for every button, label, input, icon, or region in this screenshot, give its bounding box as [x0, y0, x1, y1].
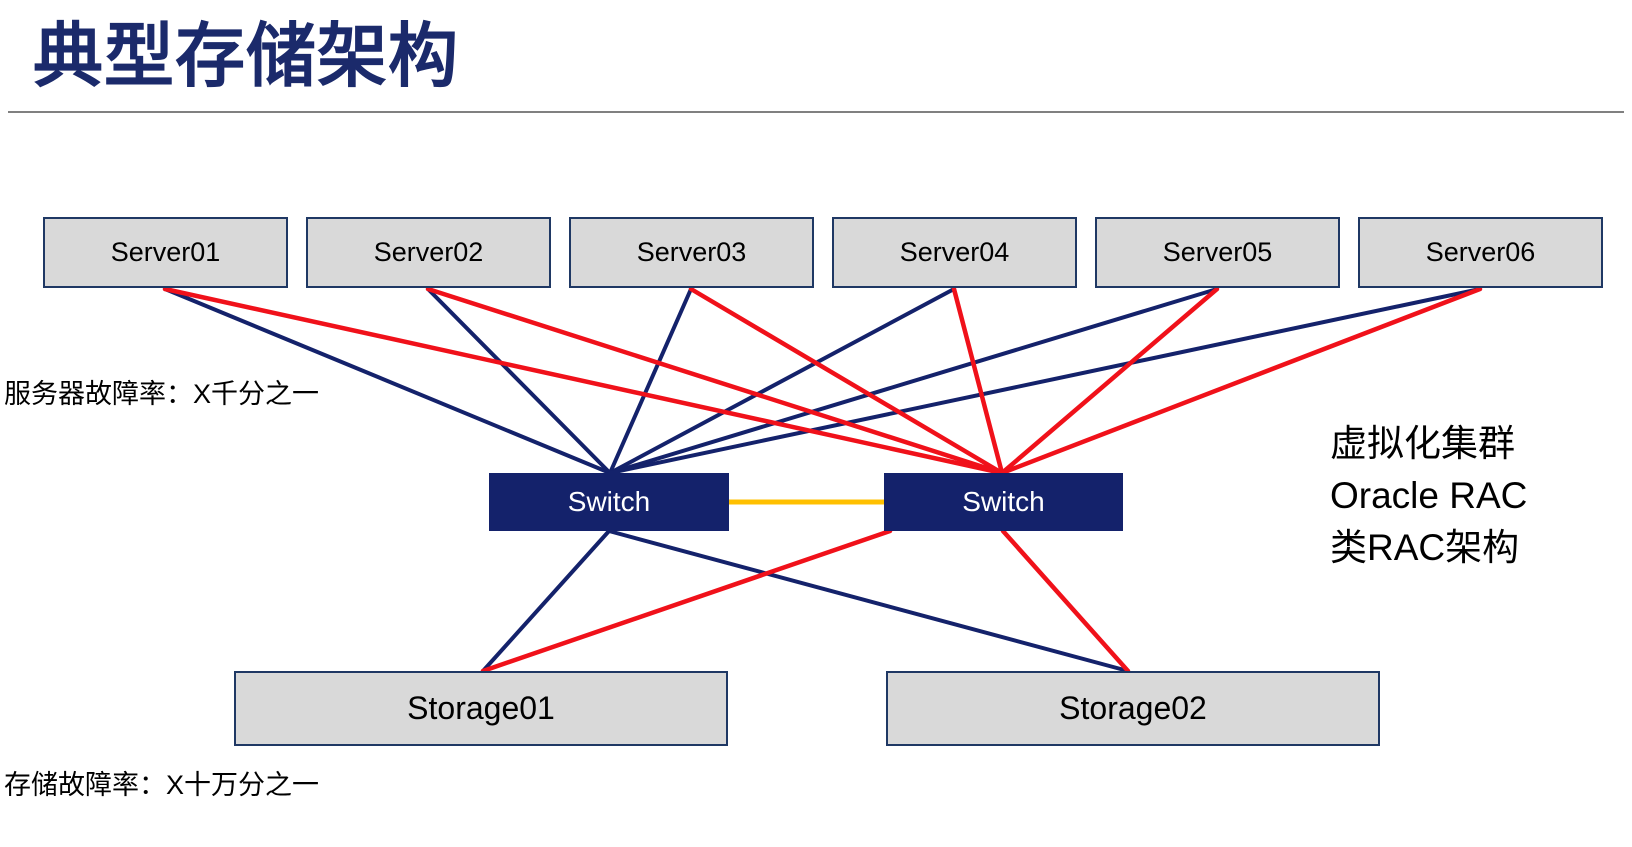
link-server-4-switch-1: [608, 287, 956, 475]
annotation-line-2: Oracle RAC: [1330, 475, 1528, 516]
title-divider: [8, 111, 1624, 113]
link-server-3-switch-1: [608, 287, 693, 475]
link-server-6-switch-1: [608, 287, 1482, 475]
server-node-5: Server05: [1095, 217, 1340, 288]
link-server-2-switch-1: [426, 287, 612, 475]
page-title: 典型存储架构: [33, 17, 459, 95]
server-failure-rate-label: 服务器故障率：X千分之一: [4, 379, 320, 409]
link-server-5-switch-2: [999, 286, 1220, 476]
link-server-5-switch-1: [608, 287, 1219, 475]
storage-node-1: Storage01: [234, 671, 728, 746]
link-server-4-switch-2: [951, 286, 1005, 476]
server-node-1: Server01: [43, 217, 288, 288]
link-switch-1-storage-2: [607, 529, 1130, 673]
switch-node-1: Switch: [489, 473, 729, 531]
link-switch-2-storage-1: [480, 528, 893, 674]
link-server-2-switch-2: [425, 286, 1005, 476]
link-switch-2-storage-2: [1000, 528, 1131, 674]
switch-node-2: Switch: [884, 473, 1123, 531]
annotation-line-1: 虚拟化集群: [1330, 423, 1515, 464]
link-server-1-switch-1: [163, 287, 612, 475]
server-node-3: Server03: [569, 217, 814, 288]
server-node-2: Server02: [306, 217, 551, 288]
link-server-1-switch-2: [162, 286, 1005, 476]
link-server-6-switch-2: [999, 286, 1483, 476]
annotation-line-3: 类RAC架构: [1330, 527, 1520, 568]
server-node-6: Server06: [1358, 217, 1603, 288]
link-server-3-switch-2: [688, 286, 1005, 476]
server-node-4: Server04: [832, 217, 1077, 288]
storage-node-2: Storage02: [886, 671, 1380, 746]
cluster-annotation: 虚拟化集群 Oracle RAC 类RAC架构: [1330, 418, 1527, 574]
link-switch-1-storage-1: [481, 529, 611, 673]
storage-failure-rate-label: 存储故障率：X十万分之一: [4, 770, 320, 800]
